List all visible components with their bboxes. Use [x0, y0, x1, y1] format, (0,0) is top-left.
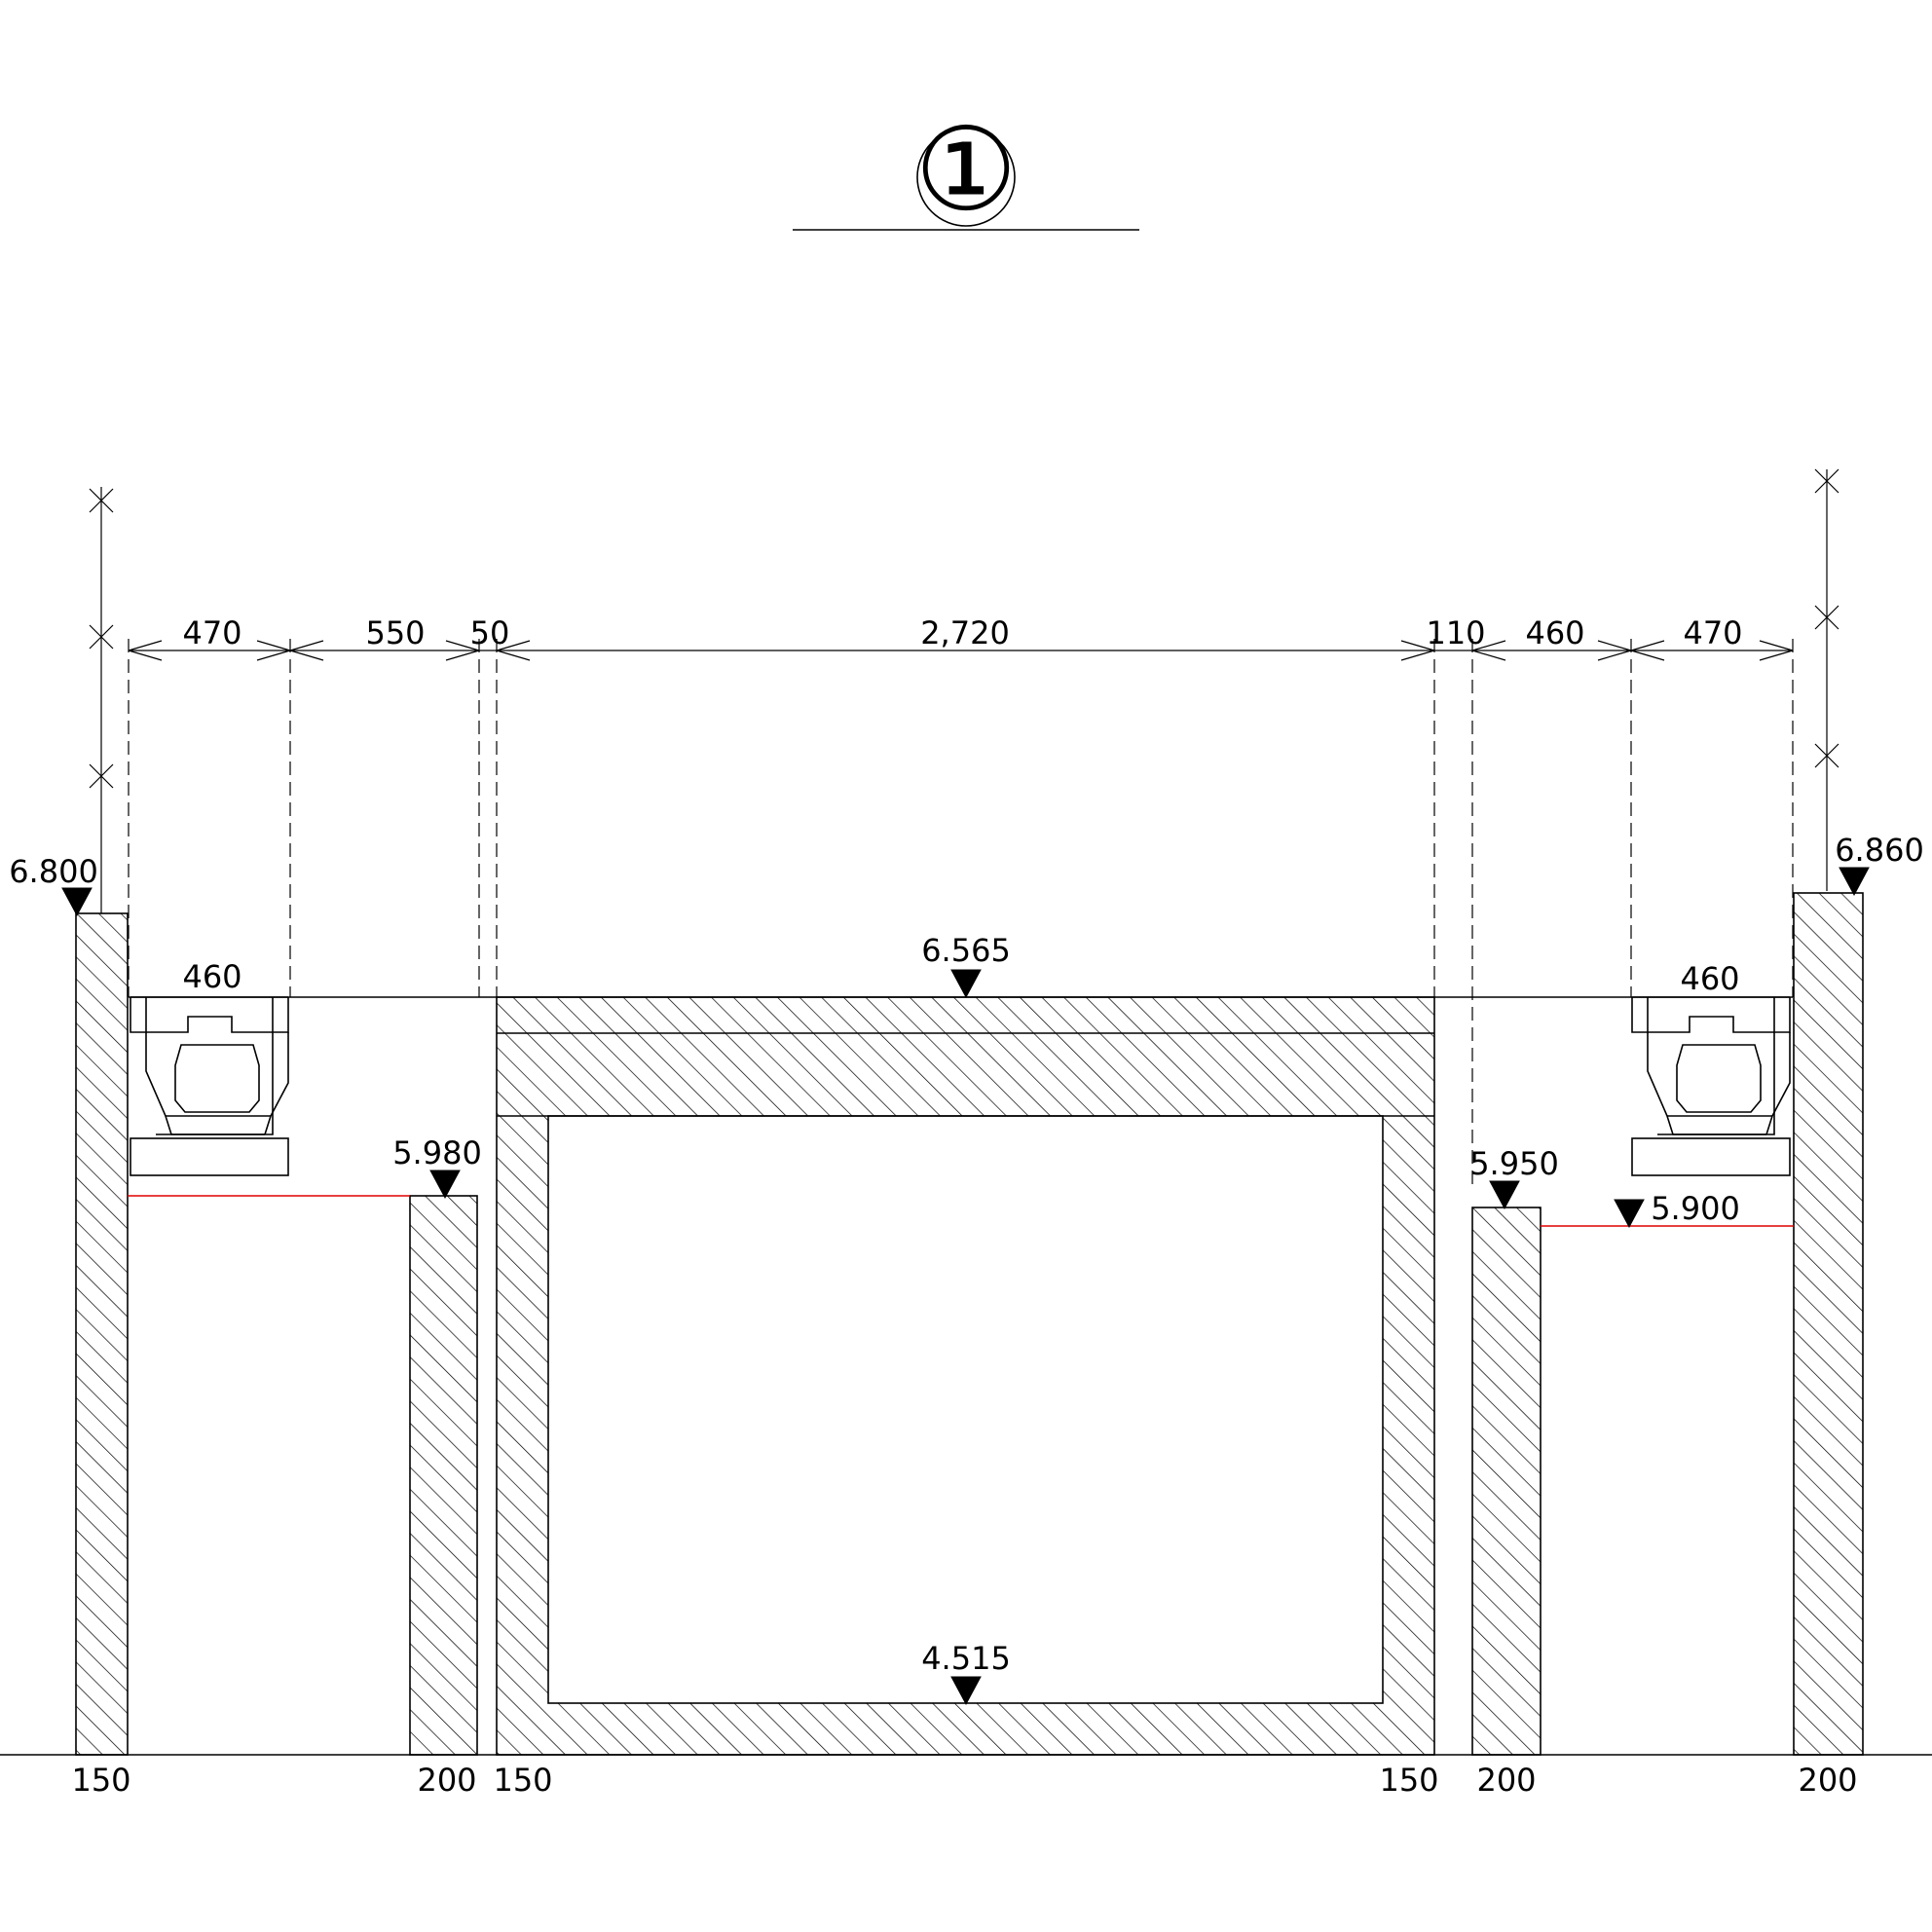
- right-channel-width-label: 460: [1680, 960, 1739, 997]
- left-outer-wall: [75, 912, 129, 1756]
- svg-text:150: 150: [493, 1762, 552, 1799]
- svg-text:200: 200: [1798, 1762, 1857, 1799]
- svg-text:5.900: 5.900: [1651, 1190, 1740, 1227]
- title-number: ①: [914, 102, 1018, 237]
- svg-text:5.980: 5.980: [392, 1134, 482, 1171]
- dimension-470-right: 470: [1683, 614, 1742, 651]
- left-channel-width-label: 460: [182, 958, 242, 995]
- right-extension-line: [1814, 468, 1839, 891]
- right-u-channel: [1631, 996, 1791, 1176]
- svg-text:150: 150: [1379, 1762, 1438, 1799]
- top-dimension-labels: 470 550 50 2,720 110 460 470: [182, 614, 1742, 651]
- svg-text:6.800: 6.800: [9, 853, 98, 890]
- dimension-550: 550: [365, 614, 425, 651]
- dimension-470-left: 470: [182, 614, 242, 651]
- center-culvert-inner: [547, 1115, 1384, 1704]
- svg-text:4.515: 4.515: [921, 1640, 1011, 1677]
- level-marker-right-top: 6.860: [1835, 832, 1924, 897]
- level-marker-left-inner-wall: 5.980: [392, 1134, 482, 1200]
- right-inner-wall: [1471, 1207, 1542, 1756]
- title-circle: [916, 128, 1016, 227]
- top-dimension-line: [128, 639, 1794, 1188]
- title-group: ①: [793, 102, 1139, 237]
- left-u-channel: [130, 996, 289, 1176]
- base-width-labels: 150 200 150 150 200 200: [71, 1762, 1857, 1799]
- svg-text:6.565: 6.565: [921, 932, 1011, 969]
- dimension-50: 50: [470, 614, 510, 651]
- svg-text:200: 200: [417, 1762, 476, 1799]
- level-marker-left-top: 6.800: [9, 853, 98, 917]
- svg-text:6.860: 6.860: [1835, 832, 1924, 869]
- level-marker-center-bottom: 4.515: [921, 1640, 1011, 1706]
- svg-text:5.950: 5.950: [1469, 1145, 1559, 1182]
- left-extension-line: [89, 487, 114, 913]
- level-marker-right-water: 5.900: [1614, 1190, 1740, 1229]
- svg-text:150: 150: [71, 1762, 130, 1799]
- dimension-2720: 2,720: [920, 614, 1010, 651]
- left-inner-wall: [409, 1195, 478, 1756]
- dimension-110: 110: [1426, 614, 1485, 651]
- level-marker-right-inner-wall: 5.950: [1469, 1145, 1559, 1210]
- right-outer-wall: [1793, 892, 1864, 1756]
- svg-text:200: 200: [1476, 1762, 1536, 1799]
- level-marker-center-top: 6.565: [921, 932, 1011, 999]
- dimension-460-right-gap: 460: [1525, 614, 1584, 651]
